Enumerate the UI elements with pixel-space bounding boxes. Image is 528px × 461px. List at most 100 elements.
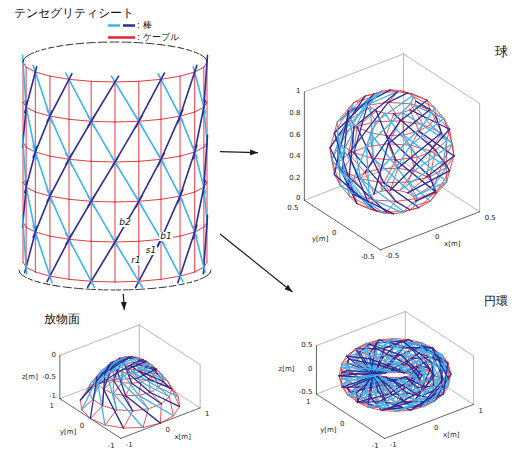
axis-line: [404, 54, 480, 104]
cable-line: [139, 119, 161, 121]
dashed-outline: [26, 278, 32, 280]
dashed-outline: [150, 44, 161, 45]
bar-line: [374, 144, 388, 194]
cable-line: [139, 79, 161, 81]
bar-line: [346, 356, 369, 359]
bar-line: [342, 363, 356, 365]
bar-line: [159, 388, 178, 397]
cable-line: [91, 121, 92, 161]
flow-arrow: [220, 234, 292, 292]
cable-line: [35, 112, 36, 152]
cable-line: [69, 239, 70, 279]
axis-tick-label: -1: [108, 443, 115, 450]
cable-line: [82, 410, 91, 419]
cable-line: [139, 239, 161, 241]
cable-line: [410, 206, 415, 210]
dashed-outline: [69, 44, 80, 45]
bar-line: [376, 94, 414, 121]
cable-line: [339, 376, 342, 387]
axis-tick-label: 1: [205, 411, 209, 418]
cable-line: [180, 232, 195, 236]
bar-line: [373, 158, 417, 198]
flow-arrow: [123, 294, 124, 310]
axis-tick-label: 1: [296, 88, 300, 95]
axis-tick-label: 0.5: [287, 205, 298, 212]
panel-title: 放物面: [44, 312, 80, 326]
bar-line: [154, 375, 168, 381]
cable-line: [35, 72, 50, 76]
dashed-outline: [171, 46, 180, 48]
legend-sample: [123, 24, 135, 27]
member-label: b1: [159, 232, 172, 241]
cable-line: [161, 159, 162, 199]
axis-line: [200, 365, 201, 408]
cable-line: [69, 279, 91, 281]
cable-line: [69, 79, 91, 81]
figure-panel: テンセグリティシート: [8, 4, 220, 294]
cable-line: [400, 191, 408, 193]
cable-line: [194, 232, 195, 272]
cable-line: [103, 406, 117, 410]
cable-line: [194, 152, 195, 192]
axis-tick-label: 1: [306, 399, 310, 406]
axis-tick-label: -1: [49, 393, 56, 400]
dashed-outline: [198, 278, 204, 280]
dashed-outline: [35, 50, 42, 52]
bar-line: [337, 122, 340, 185]
bar-line: [354, 122, 376, 179]
axis-tick-label: 0: [80, 423, 84, 430]
dashed-outline: [208, 273, 210, 276]
cable-line: [394, 213, 403, 214]
legend-text: : ケーブル: [137, 33, 179, 42]
cable-line: [91, 121, 115, 123]
bar-line: [342, 376, 367, 379]
axis-tick-label: 0: [165, 427, 169, 434]
dashed-outline: [152, 287, 163, 288]
cable-line: [139, 199, 161, 201]
cable-line: [69, 159, 70, 199]
cable-line: [115, 82, 116, 122]
axis-tick-label: 0.5: [301, 342, 312, 349]
axis-tick-label: -0.5: [385, 253, 399, 260]
cable-line: [161, 156, 180, 159]
panel-title: 球: [495, 44, 508, 60]
figure-panel: 円環: [268, 292, 524, 458]
bar-line: [348, 392, 372, 395]
axis-tick-label: 0.2: [289, 175, 300, 182]
axis-tick-label: -1: [390, 442, 397, 449]
cable-line: [396, 157, 418, 160]
bar-line: [405, 386, 434, 408]
member-label: b2: [118, 218, 131, 227]
cable-line: [180, 196, 181, 236]
bar-line: [155, 370, 158, 374]
cable-line: [133, 409, 149, 411]
bar-line: [114, 380, 133, 411]
cable-line: [180, 76, 181, 116]
axis-tick-label: 0.6: [289, 132, 300, 139]
cable-line: [123, 427, 142, 429]
legend-text: : 棒: [137, 21, 152, 30]
dashed-outline: [161, 45, 171, 46]
cable-line: [49, 156, 50, 196]
cable-line: [138, 201, 139, 241]
axis-line: [304, 92, 305, 200]
cable-line: [138, 121, 139, 161]
cable-line: [91, 201, 115, 203]
dashed-outline: [173, 284, 182, 286]
bar-line: [396, 201, 410, 209]
bar-line: [430, 125, 452, 144]
cable-line: [69, 119, 70, 159]
cable-line: [414, 94, 427, 100]
dashed-outline: [39, 282, 47, 284]
dashed-outline: [24, 57, 26, 60]
cable-line: [388, 102, 410, 103]
sheet-structure: [19, 42, 211, 290]
cable-line: [115, 202, 116, 242]
cable-line: [35, 272, 50, 276]
bar-line: [47, 234, 72, 282]
bar-line: [418, 358, 429, 380]
dashed-outline: [59, 45, 69, 46]
